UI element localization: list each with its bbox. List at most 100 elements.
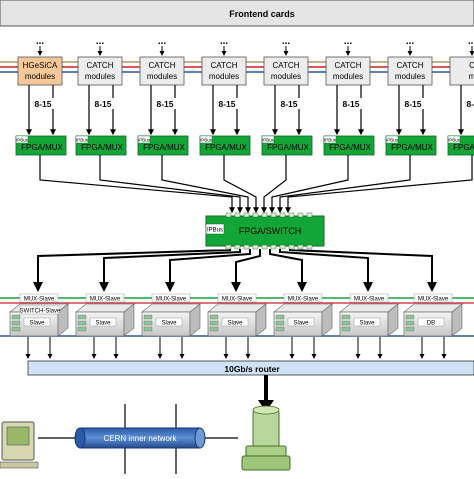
fpga-switch-label: FPGA/SWITCH <box>239 226 302 236</box>
link-count-label: 8-15 <box>280 99 297 109</box>
mux-to-switch-link <box>277 155 411 214</box>
switch-to-server-link <box>289 249 437 292</box>
ipbus-tag-label: IPBus <box>207 228 223 234</box>
link-count-label: 8-15 <box>34 99 51 109</box>
drive-bay <box>209 326 219 332</box>
ipbus-tag-label: IPBus <box>16 138 29 143</box>
link-label-bg <box>30 98 56 109</box>
server-side <box>451 303 463 337</box>
server-role-tag <box>283 293 323 303</box>
frontend-ellipsis: ... <box>158 36 167 47</box>
fpga-mux-label: FPGA/MUX <box>81 143 123 152</box>
drive-bay <box>341 320 351 326</box>
server-role-label: MUX-Slave <box>418 297 449 303</box>
drive-bay <box>77 326 87 332</box>
switch-port <box>261 212 268 218</box>
server-role-label: DB <box>427 321 435 327</box>
fpga-mux-label: FPGA/MUX <box>453 143 474 152</box>
fpga-mux-label: FPGA/MUX <box>267 143 309 152</box>
mux-to-switch-link <box>161 155 251 214</box>
module-name: C <box>469 61 474 70</box>
module-name: CATCH <box>397 61 424 70</box>
mux-to-switch-link <box>285 155 473 214</box>
ipbus-tag-label: IPBus <box>200 138 213 143</box>
frontend-ellipsis: ... <box>282 36 291 47</box>
module-name: HGeSiCA <box>23 61 58 70</box>
switch-port <box>234 212 241 218</box>
link-label-bg <box>276 98 302 109</box>
module-name: CATCH <box>87 61 114 70</box>
module-type: modules <box>395 72 425 81</box>
drive-bay <box>275 326 285 332</box>
server-role-label: MUX-Slave <box>90 297 121 303</box>
server-role-label: MUX-Slave <box>24 297 55 303</box>
server-side <box>57 303 69 337</box>
link-label-bg <box>338 98 364 109</box>
server-role-tag <box>19 293 59 303</box>
server-role-label: Slave <box>227 321 243 327</box>
server-role-label: Slave <box>95 321 111 327</box>
switch-to-server-link <box>33 249 231 292</box>
ipbus-tag <box>137 135 151 144</box>
server-role-tag <box>221 317 249 327</box>
frontend-cards-label: Frontend cards <box>229 9 295 19</box>
switch-to-server-link <box>231 249 261 292</box>
module-type: modules <box>85 72 115 81</box>
fpga-mux-label: FPGA/MUX <box>143 143 185 152</box>
fpga-mux-label: FPGA/MUX <box>21 143 63 152</box>
frontend-ellipsis: ... <box>344 36 353 47</box>
mux-to-switch-link <box>99 155 243 214</box>
mux-to-switch-link <box>223 155 259 214</box>
drive-bay <box>405 326 415 332</box>
frontend-cards-bar <box>0 0 474 27</box>
fpga-mux-box <box>15 135 67 156</box>
ipbus-tag <box>261 135 275 144</box>
fpga-mux-box <box>75 135 127 156</box>
drive-bay <box>405 320 415 326</box>
drive-bay <box>341 314 351 320</box>
server-role-tag <box>19 305 61 315</box>
drive-bay <box>11 326 21 332</box>
server-side <box>123 303 135 337</box>
frontend-ellipsis: ... <box>406 36 415 47</box>
drive-bay <box>143 320 153 326</box>
frontend-ellipsis: ... <box>36 36 45 47</box>
drive-bay <box>77 314 87 320</box>
server-side <box>321 303 333 337</box>
cern-network-cylinder <box>38 404 238 474</box>
ipbus-tag-label: IPBus <box>262 138 275 143</box>
server-side <box>255 303 267 337</box>
cern-network-label: CERN inner network <box>104 434 178 443</box>
ipbus-tag-label: IPBus <box>386 138 399 143</box>
ipbus-tag <box>199 135 213 144</box>
server-role-tag <box>287 317 315 327</box>
link-count-label: 8-15 <box>156 99 173 109</box>
module-name: CATCH <box>335 61 362 70</box>
switch-port <box>288 244 295 250</box>
module-name: CATCH <box>149 61 176 70</box>
module-name: CATCH <box>273 61 300 70</box>
server-role-tag <box>89 317 117 327</box>
link-label-bg <box>400 98 426 109</box>
server-role-tag <box>217 293 257 303</box>
fpga-mux-label: FPGA/MUX <box>391 143 433 152</box>
switch-port <box>243 244 250 250</box>
fpga-mux-box <box>323 135 375 156</box>
router-bar <box>27 360 474 376</box>
server-side <box>189 303 201 337</box>
link-label-bg <box>214 98 240 109</box>
switch-port <box>297 244 304 250</box>
switch-port <box>288 212 295 218</box>
fpga-mux-label: FPGA/MUX <box>205 143 247 152</box>
frontend-ellipsis: ... <box>468 36 474 47</box>
server-role-label: Slave <box>161 321 177 327</box>
